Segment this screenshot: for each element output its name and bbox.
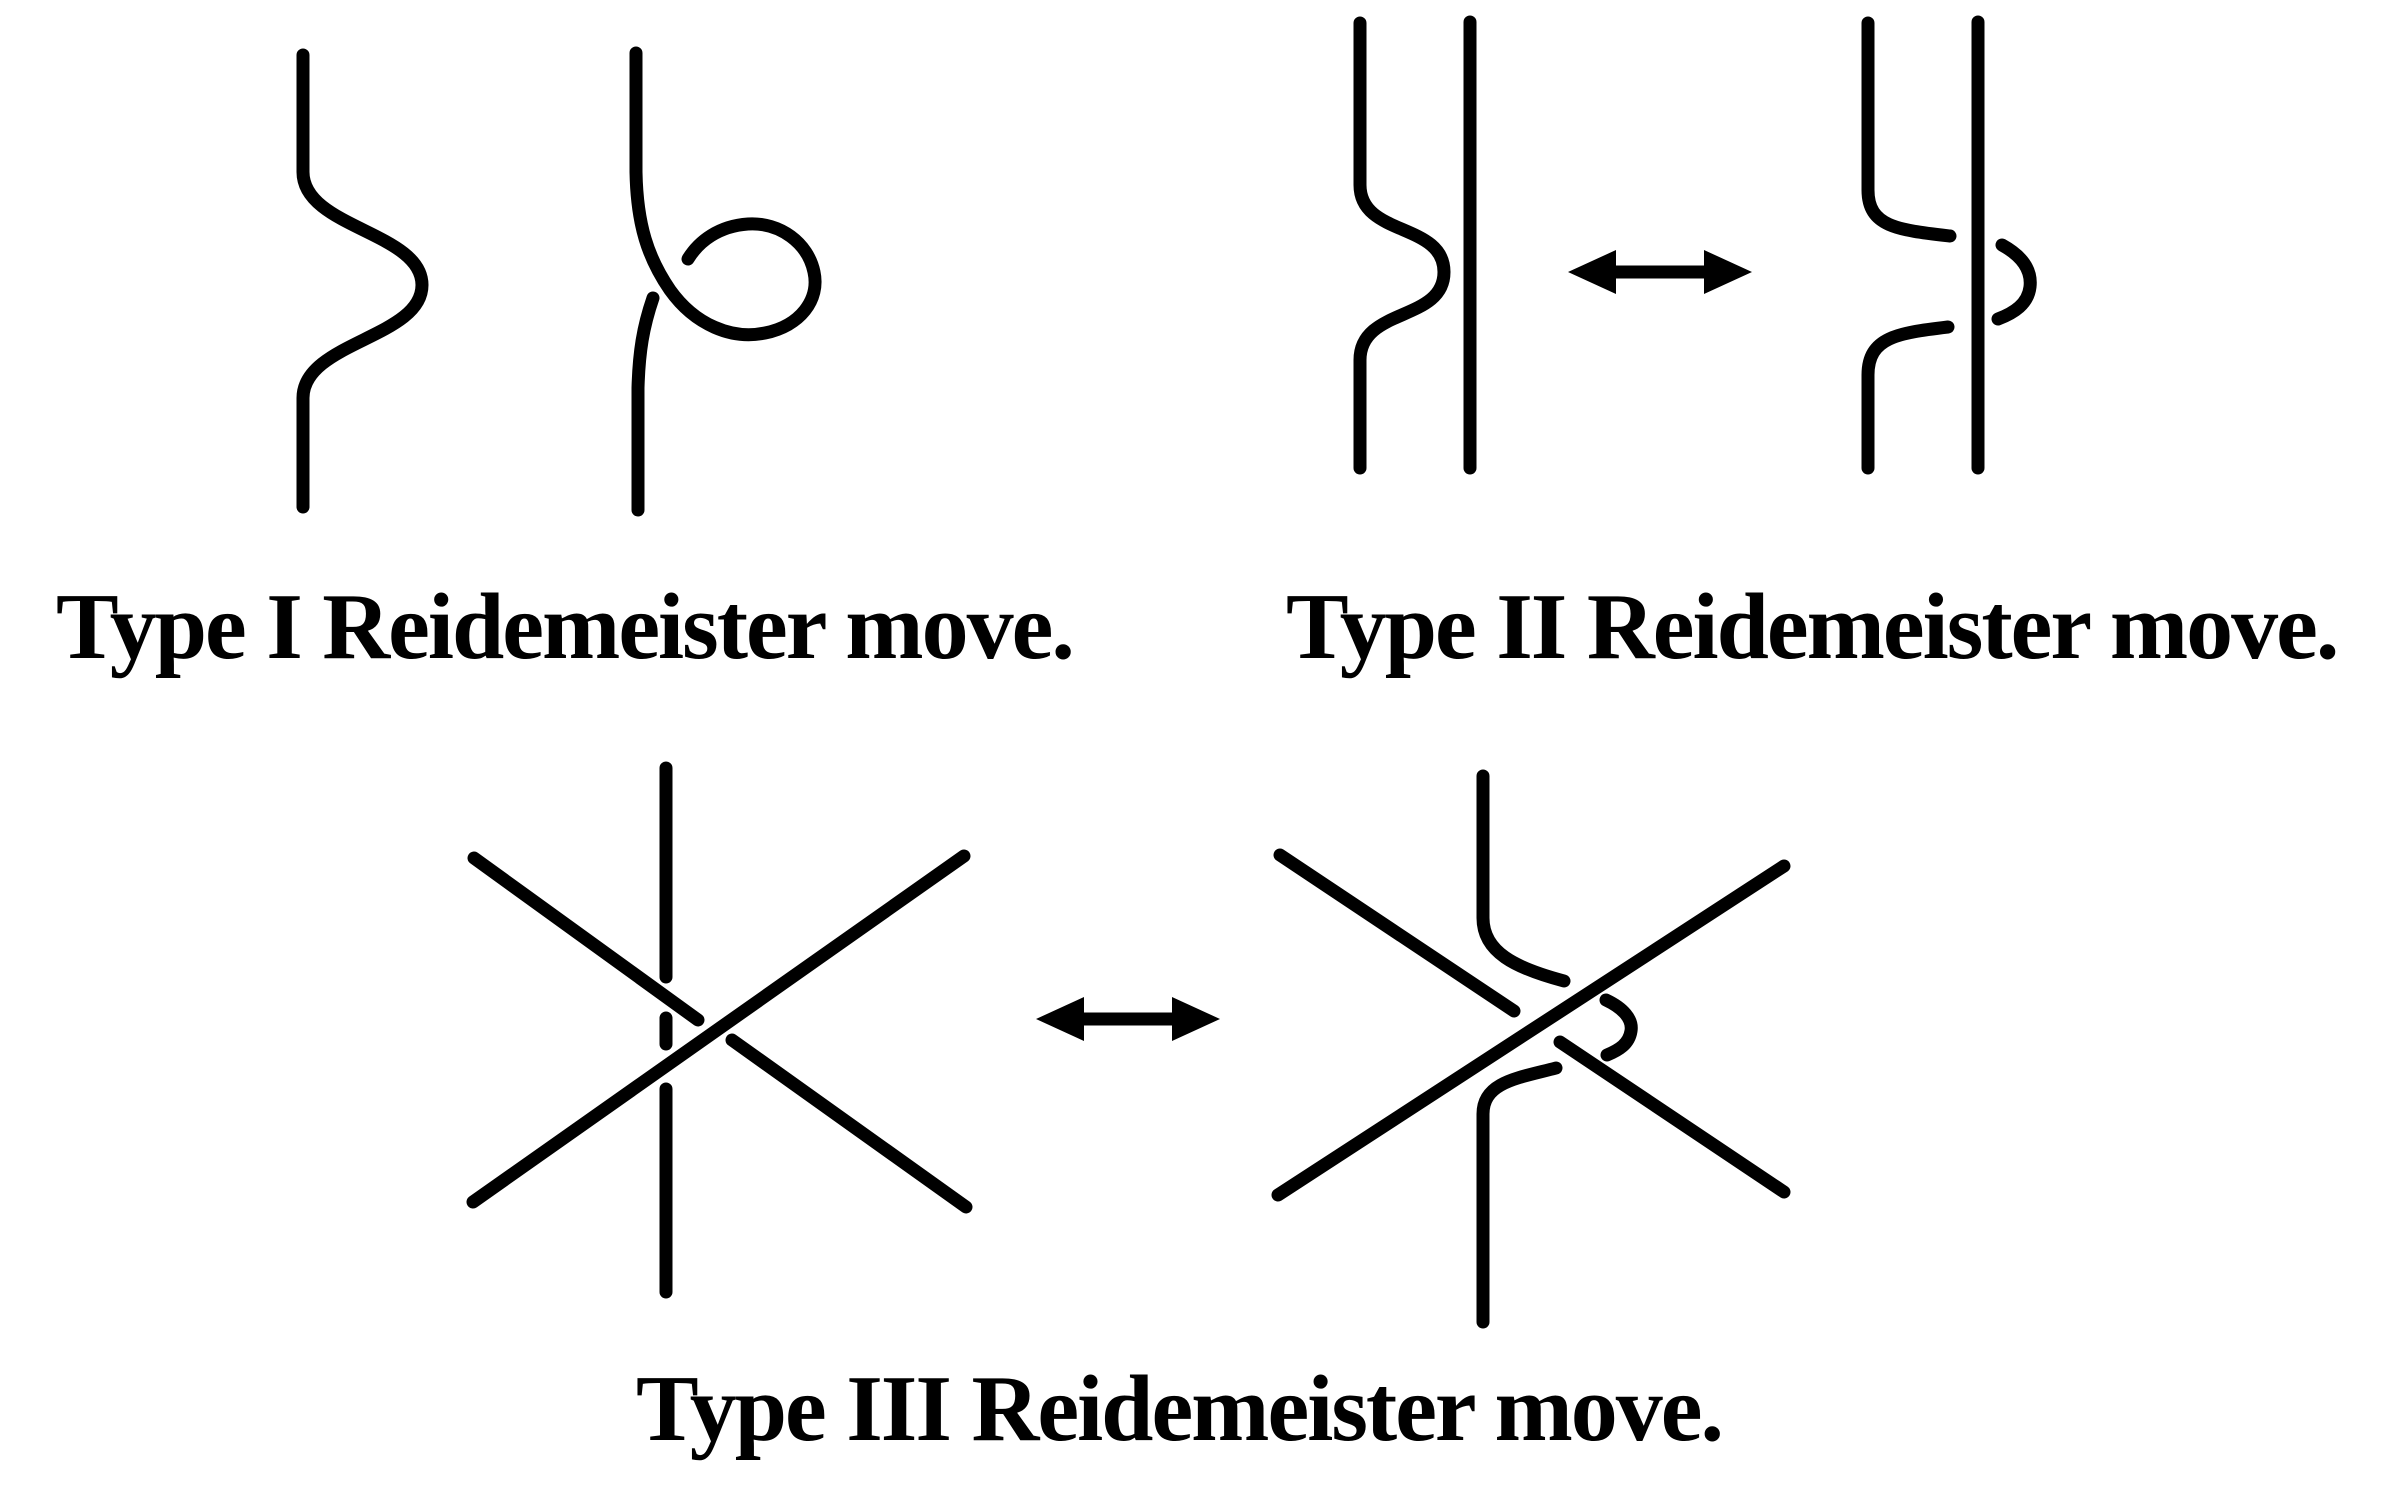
arrow-right-head: [1704, 250, 1752, 294]
type1-caption: Type I Reidemeister move.: [56, 575, 1075, 679]
type2-diagram-group: [1353, 15, 2037, 475]
type2-right-under-strand-arc: [1991, 238, 2037, 326]
type3-right-diagonal-over: [1271, 859, 1791, 1202]
type3-right-diagonal-under: [1273, 848, 1791, 1199]
type2-right-under-strand-top: [1861, 16, 1957, 243]
type3-double-arrow-icon: [1036, 997, 1220, 1041]
type2-caption: Type II Reidemeister move.: [1286, 575, 2339, 679]
type2-double-arrow-icon: [1568, 250, 1752, 294]
type1-diagram-group: [296, 46, 822, 517]
type3-right-vertical-under-top: [1476, 769, 1571, 988]
type1-bump-strand: [296, 48, 429, 514]
type3-right-vertical-under-arc: [1599, 993, 1638, 1062]
arrow-left-head: [1036, 997, 1084, 1041]
type3-left-diagonal-over: [466, 849, 971, 1209]
type2-left-bump-strand: [1353, 16, 1451, 475]
type2-right-under-strand-bottom: [1861, 320, 1955, 475]
type1-kink-under-strand: [631, 291, 660, 517]
type3-left-diagonal-under: [467, 851, 973, 1214]
arrow-left-head: [1568, 250, 1616, 294]
type1-kink-over-strand: [629, 46, 822, 342]
type3-right-vertical-under-bottom: [1476, 1061, 1563, 1329]
type3-caption: Type III Reidemeister move.: [636, 1357, 1724, 1461]
type3-diagram-group: [466, 761, 1791, 1329]
arrow-right-head: [1172, 997, 1220, 1041]
